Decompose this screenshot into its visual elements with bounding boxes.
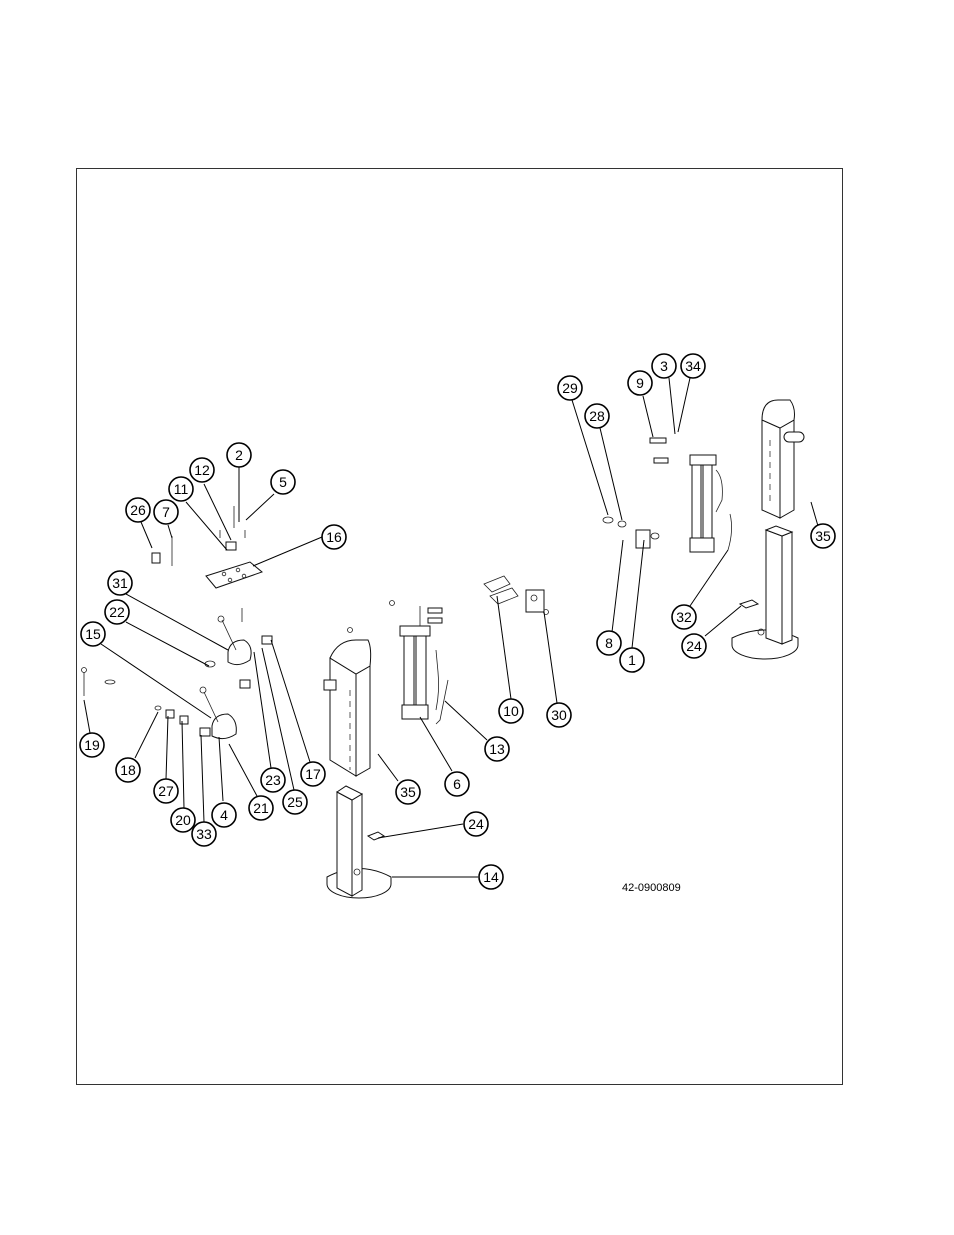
svg-text:35: 35	[815, 528, 831, 544]
callout-31: 31	[107, 570, 133, 596]
callout-4: 4	[211, 802, 237, 828]
callout-35-center: 35	[395, 779, 421, 805]
svg-text:23: 23	[265, 772, 281, 788]
callout-22: 22	[104, 599, 130, 625]
svg-text:5: 5	[279, 474, 287, 490]
svg-text:22: 22	[109, 604, 125, 620]
svg-text:21: 21	[253, 800, 269, 816]
svg-text:25: 25	[287, 794, 303, 810]
callout-20: 20	[170, 807, 196, 833]
svg-text:24: 24	[686, 638, 702, 654]
svg-text:14: 14	[483, 869, 499, 885]
callout-32: 32	[671, 604, 697, 630]
svg-text:18: 18	[120, 762, 136, 778]
callout-12: 12	[189, 457, 215, 483]
callout-29: 29	[557, 375, 583, 401]
callout-10: 10	[498, 698, 524, 724]
svg-text:2: 2	[235, 447, 243, 463]
mounting-plate	[205, 506, 263, 589]
callout-15: 15	[80, 621, 106, 647]
drawing-number: 42-0900809	[622, 882, 681, 894]
left-small-fittings	[81, 536, 216, 725]
left-jack-foot-assembly	[326, 785, 392, 899]
callout-23: 23	[260, 767, 286, 793]
callout-28: 28	[584, 403, 610, 429]
callout-9: 9	[627, 370, 653, 396]
callout-17: 17	[300, 761, 326, 787]
svg-text:27: 27	[158, 783, 174, 799]
svg-text:35: 35	[400, 784, 416, 800]
svg-text:6: 6	[453, 776, 461, 792]
callout-24-center: 24	[463, 811, 489, 837]
callout-34: 34	[680, 353, 706, 379]
callout-11: 11	[168, 476, 194, 502]
svg-text:17: 17	[305, 766, 321, 782]
svg-text:3: 3	[660, 358, 668, 374]
right-cylinder	[649, 437, 732, 553]
callout-27: 27	[153, 778, 179, 804]
center-right-fittings	[483, 575, 549, 615]
callout-24-right: 24	[681, 633, 707, 659]
svg-text:15: 15	[85, 626, 101, 642]
callout-30: 30	[546, 702, 572, 728]
callout-26: 26	[125, 497, 151, 523]
callout-19: 19	[79, 732, 105, 758]
svg-text:33: 33	[196, 826, 212, 842]
svg-text:29: 29	[562, 380, 578, 396]
callout-21: 21	[248, 795, 274, 821]
callout-33: 33	[191, 821, 217, 847]
callout-7: 7	[153, 499, 179, 525]
lower-valve	[199, 686, 237, 740]
svg-text:32: 32	[676, 609, 692, 625]
leader-lines	[83, 377, 819, 878]
svg-text:7: 7	[162, 504, 170, 520]
callout-13: 13	[484, 736, 510, 762]
callout-2: 2	[226, 442, 252, 468]
svg-text:12: 12	[194, 462, 210, 478]
callout-18: 18	[115, 757, 141, 783]
svg-text:1: 1	[628, 652, 636, 668]
svg-text:9: 9	[636, 375, 644, 391]
right-fittings	[602, 516, 660, 549]
svg-text:10: 10	[503, 703, 519, 719]
svg-text:8: 8	[605, 635, 613, 651]
callout-35-right: 35	[810, 523, 836, 549]
left-jack-upper-tube	[323, 639, 372, 777]
svg-text:4: 4	[220, 807, 228, 823]
svg-text:28: 28	[589, 408, 605, 424]
right-jack-upper-tube	[761, 399, 805, 519]
right-jack-foot-assembly	[731, 525, 799, 660]
upper-valve	[217, 608, 273, 689]
svg-text:19: 19	[84, 737, 100, 753]
svg-text:26: 26	[130, 502, 146, 518]
center-cylinder	[347, 600, 449, 725]
svg-text:13: 13	[489, 741, 505, 757]
callout-14: 14	[478, 864, 504, 890]
svg-text:31: 31	[112, 575, 128, 591]
callout-8: 8	[596, 630, 622, 656]
svg-text:34: 34	[685, 358, 701, 374]
callout-6: 6	[444, 771, 470, 797]
callout-16: 16	[321, 524, 347, 550]
callout-25: 25	[282, 789, 308, 815]
callout-5: 5	[270, 469, 296, 495]
svg-text:16: 16	[326, 529, 342, 545]
callout-1: 1	[619, 647, 645, 673]
diagram-frame	[76, 168, 843, 1085]
svg-text:30: 30	[551, 707, 567, 723]
svg-text:20: 20	[175, 812, 191, 828]
svg-text:24: 24	[468, 816, 484, 832]
callout-3: 3	[651, 353, 677, 379]
svg-text:11: 11	[174, 481, 189, 497]
